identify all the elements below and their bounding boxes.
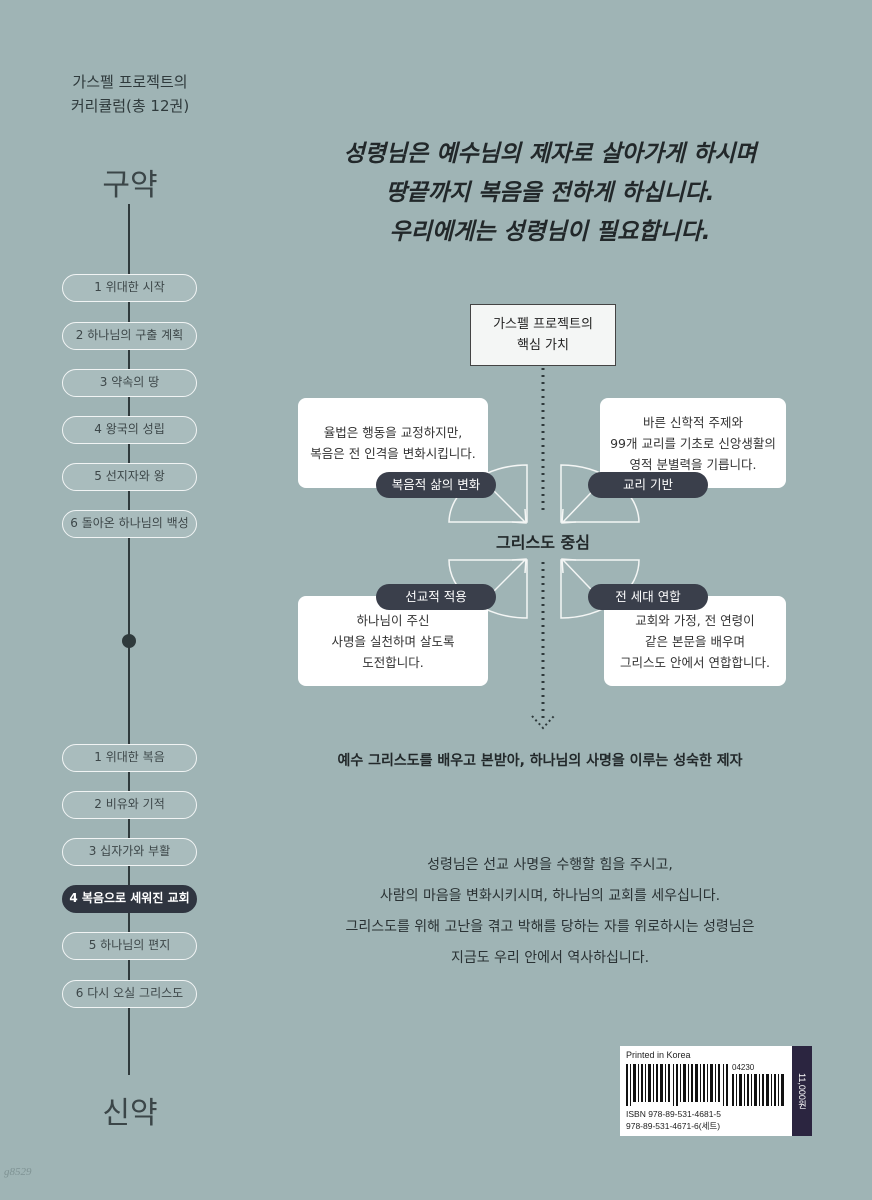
- arrow-br-icon: [561, 558, 577, 574]
- curriculum-title: 가스펠 프로젝트의 커리큘럼(총 12권): [50, 70, 210, 118]
- curriculum-book-nt-5[interactable]: 5 하나님의 편지: [62, 932, 197, 960]
- old-testament-label: 구약: [90, 160, 170, 204]
- curriculum-book-ot-4[interactable]: 4 왕국의 성립: [62, 416, 197, 444]
- printed-in-korea: Printed in Korea: [626, 1050, 691, 1060]
- body-paragraph: 성령님은 선교 사명을 수행할 힘을 주시고, 사람의 마음을 변화시키시며, …: [300, 850, 800, 974]
- barcode-main-icon: [626, 1064, 728, 1106]
- curriculum-book-nt-6[interactable]: 6 다시 오실 그리스도: [62, 980, 197, 1008]
- curriculum-book-nt-3[interactable]: 3 십자가와 부활: [62, 838, 197, 866]
- core-values-box: 가스펠 프로젝트의 핵심 가치: [470, 304, 616, 366]
- isbn-text: ISBN 978-89-531-4681-5 978-89-531-4671-6…: [626, 1109, 721, 1131]
- value-text-gospel-life: 율법은 행동을 교정하지만, 복음은 전 인격을 변화시킵니다.: [310, 425, 476, 461]
- headline: 성령님은 예수님의 제자로 살아가게 하시며 땅끝까지 복음을 전하게 하십니다…: [300, 135, 800, 252]
- curriculum-book-nt-1[interactable]: 1 위대한 복음: [62, 744, 197, 772]
- curriculum-title-line1: 가스펠 프로젝트의: [72, 73, 188, 91]
- new-testament-label: 신약: [90, 1088, 170, 1132]
- core-values-line2: 핵심 가치: [517, 338, 569, 353]
- curriculum-book-ot-6[interactable]: 6 돌아온 하나님의 백성: [62, 510, 197, 538]
- value-tag-doctrine: 교리 기반: [588, 472, 708, 498]
- curriculum-book-nt-2[interactable]: 2 비유와 기적: [62, 791, 197, 819]
- headline-line3: 우리에게는 성령님이 필요합니다.: [389, 219, 711, 245]
- body-line1: 성령님은 선교 사명을 수행할 힘을 주시고,: [427, 857, 673, 873]
- curriculum-book-ot-1[interactable]: 1 위대한 시작: [62, 274, 197, 302]
- arrow-tr-icon: [561, 508, 577, 524]
- price-label: 11,000원: [792, 1046, 812, 1136]
- value-tag-generations: 전 세대 연합: [588, 584, 708, 610]
- curriculum-title-line2: 커리큘럼(총 12권): [70, 97, 190, 115]
- value-text-doctrine: 바른 신학적 주제와 99개 교리를 기초로 신앙생활의 영적 분별력을 기릅니…: [610, 414, 776, 472]
- curriculum-book-ot-2[interactable]: 2 하나님의 구출 계획: [62, 322, 197, 350]
- value-text-mission: 하나님이 주신 사명을 실천하며 살도록 도전합니다.: [331, 612, 455, 670]
- headline-line2: 땅끝까지 복음을 전하게 하십니다.: [385, 180, 715, 206]
- body-line4: 지금도 우리 안에서 역사하십니다.: [450, 950, 650, 966]
- arrow-tl-icon: [511, 508, 527, 524]
- down-arrow-icon: [531, 715, 555, 730]
- outcome-statement: 예수 그리스도를 배우고 본받아, 하나님의 사명을 이루는 성숙한 제자: [337, 753, 743, 769]
- corner-mark: g8529: [4, 1166, 32, 1178]
- core-values-line1: 가스펠 프로젝트의: [493, 317, 593, 332]
- curriculum-book-ot-5[interactable]: 5 선지자와 왕: [62, 463, 197, 491]
- value-card-mission: 하나님이 주신 사명을 실천하며 살도록 도전합니다.: [298, 596, 488, 686]
- headline-line1: 성령님은 예수님의 제자로 살아가게 하시며: [343, 141, 757, 167]
- arrow-bl-icon: [511, 558, 527, 574]
- curriculum-book-nt-4-current[interactable]: 4 복음으로 세워진 교회: [62, 885, 197, 913]
- center-label: 그리스도 중심: [476, 529, 610, 553]
- barcode-label: Printed in Korea 04230: [620, 1046, 792, 1136]
- timeline-dot: [122, 634, 136, 648]
- value-card-generations: 교회와 가정, 전 연령이 같은 본문을 배우며 그리스도 안에서 연합합니다.: [604, 596, 786, 686]
- body-line3: 그리스도를 위해 고난을 겪고 박해를 당하는 자를 위로하시는 성령님은: [345, 919, 755, 935]
- barcode-addon-number: 04230: [732, 1063, 755, 1072]
- curriculum-book-ot-3[interactable]: 3 약속의 땅: [62, 369, 197, 397]
- body-line2: 사람의 마음을 변화시키시며, 하나님의 교회를 세우십니다.: [379, 888, 721, 904]
- value-card-gospel-life: 율법은 행동을 교정하지만, 복음은 전 인격을 변화시킵니다.: [298, 398, 488, 488]
- value-tag-gospel-life: 복음적 삶의 변화: [376, 472, 496, 498]
- value-text-generations: 교회와 가정, 전 연령이 같은 본문을 배우며 그리스도 안에서 연합합니다.: [620, 612, 770, 670]
- value-tag-mission: 선교적 적용: [376, 584, 496, 610]
- barcode-addon-icon: [732, 1074, 784, 1106]
- value-card-doctrine: 바른 신학적 주제와 99개 교리를 기초로 신앙생활의 영적 분별력을 기릅니…: [600, 398, 786, 488]
